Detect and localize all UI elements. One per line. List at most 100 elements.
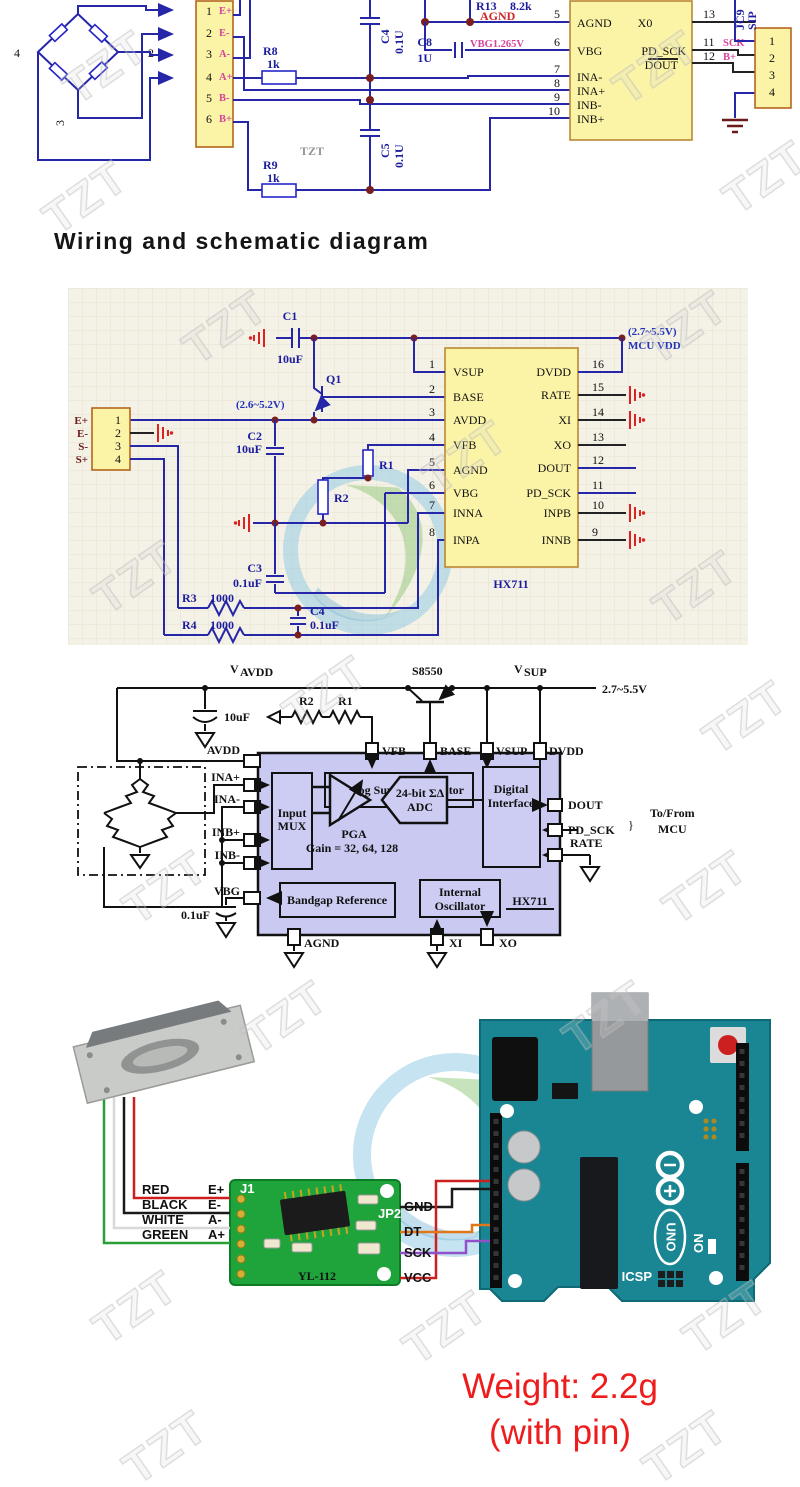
pin-label: E+ [74, 415, 88, 427]
gnd-wire [400, 1187, 490, 1209]
dvdd-wire [578, 338, 623, 373]
bridge-node-4: 4 [14, 46, 20, 60]
pin-number: 2 [206, 26, 212, 40]
weight-note: Weight: 2.2g (with pin) [350, 1364, 770, 1455]
pin-label: E+ [219, 6, 232, 17]
pin-name: VFB [453, 438, 476, 452]
ref: Q1 [326, 372, 341, 386]
pin-label: E- [219, 28, 230, 39]
resistor-r8: R8 1k [233, 44, 570, 85]
ref: R4 [182, 618, 197, 632]
pin-number: 9 [592, 525, 598, 539]
ref: C4 [378, 29, 392, 44]
pin-name: INA- [577, 70, 602, 84]
vcc-label: VCC [404, 1270, 432, 1285]
pin-number: 12 [703, 49, 715, 63]
module-to-arduino-wires [400, 1179, 490, 1280]
power-analog-headers [490, 1113, 502, 1288]
pin-name: DOUT [645, 58, 679, 72]
eminus-label: E- [208, 1197, 221, 1212]
pin-number: 12 [592, 453, 604, 467]
smd-capacitor [357, 1242, 381, 1255]
connector-ref: JC9 [733, 9, 747, 30]
pin-number: 2 [769, 51, 775, 65]
avdd-feed-wire [116, 688, 244, 762]
input-mux-block [271, 772, 313, 870]
bandgap-label: Bandgap Reference [287, 893, 388, 907]
pin-number: 3 [769, 68, 775, 82]
input-connector: 1 2 3 4 5 6 E+ E- A- A+ B- B+ [195, 0, 234, 148]
svg-text:HX711: HX711 [512, 894, 547, 908]
wire [692, 49, 755, 56]
ref: C5 [378, 143, 392, 158]
value: 1k [267, 171, 280, 185]
pin-name: AGND [577, 16, 612, 30]
pin-name: X0 [638, 16, 653, 30]
ref: R8 [263, 44, 278, 58]
pin-name: XI [558, 413, 571, 427]
value: 0.1U [392, 30, 406, 54]
rate-label: RATE [570, 836, 602, 850]
dt-label: DT [404, 1224, 421, 1239]
uno-text: UNO [664, 1223, 679, 1252]
dout-label: DOUT [568, 798, 603, 812]
capacitor-c4-sch2: C4 0.1uF [290, 604, 339, 639]
on-led [708, 1239, 716, 1254]
arduino-uno-board: UNO ICSP ON [479, 992, 771, 1302]
pin-name: PD_SCK [641, 44, 686, 58]
connector-ref: SIP [745, 11, 759, 30]
smd-resistor [355, 1220, 377, 1231]
pin-number: 2 [115, 426, 121, 440]
dout-pdsck-pins: DOUT PD_SCK } To/From MCU [532, 798, 695, 837]
pin-number: 6 [429, 478, 435, 492]
smd-resistor [263, 1238, 281, 1249]
pin-number: 4 [769, 85, 775, 99]
transistor-q1: Q1 [313, 338, 445, 420]
xi-label: XI [449, 936, 463, 950]
pin-name: VBG [453, 486, 479, 500]
inb-plus-label: INB+ [212, 825, 240, 839]
ic-hx711-partial: 5 6 7 8 9 10 AGND VBG INA- INA+ INB- INB… [548, 0, 755, 141]
pin-name: XO [554, 438, 572, 452]
pin-number: 8 [554, 76, 560, 90]
ina-minus-label: INA- [214, 792, 240, 806]
capacitor-c3: C3 0.1uF [233, 492, 445, 594]
gnd-label: GND [404, 1199, 433, 1214]
pdsck-label: PD_SCK [568, 823, 615, 837]
pin-number: 3 [115, 439, 121, 453]
sensor-connector: E+ E- S- S+ 1 2 3 4 [74, 407, 179, 635]
icsp-header: ICSP [622, 1269, 683, 1287]
output-connector: 1 2 3 4 JC9 SIP [722, 0, 792, 134]
pin-name: DVDD [536, 365, 571, 379]
pin-label: S- [78, 441, 88, 453]
pin-number: 6 [554, 35, 560, 49]
pin-number: 7 [554, 62, 560, 76]
j1-label: J1 [240, 1181, 254, 1196]
value: 10uF [224, 710, 250, 724]
value: 1000 [210, 591, 234, 605]
section-heading: Wiring and schematic diagram [54, 228, 430, 254]
hx711-chip-on-module [280, 1184, 350, 1242]
pin-label: S+ [76, 454, 88, 466]
aminus-label: A- [208, 1212, 222, 1227]
pin-name: DOUT [538, 461, 572, 475]
ref: C2 [247, 429, 262, 443]
pga-amplifier: PGA Gain = 32, 64, 128 [306, 772, 398, 855]
pin-number: 5 [429, 455, 435, 469]
watermark-large: TZT [300, 144, 324, 158]
pin-number: 13 [703, 7, 715, 21]
pin-name: INA+ [577, 84, 605, 98]
load-cell-wires [102, 1097, 230, 1245]
wire [233, 99, 570, 105]
resistor-r9: R9 1k [233, 117, 570, 198]
brace: } [628, 818, 634, 832]
ref: C8 [417, 35, 432, 49]
part-name: HX711 [493, 577, 528, 591]
wire [130, 458, 165, 635]
bridge-to-connector-wires [37, 3, 174, 161]
bridge-node-3: 3 [53, 120, 67, 126]
avdd-label: AVDD [207, 743, 240, 757]
wire [130, 445, 179, 608]
jp2-label: JP2 [378, 1206, 401, 1221]
pin-number: 5 [554, 7, 560, 21]
